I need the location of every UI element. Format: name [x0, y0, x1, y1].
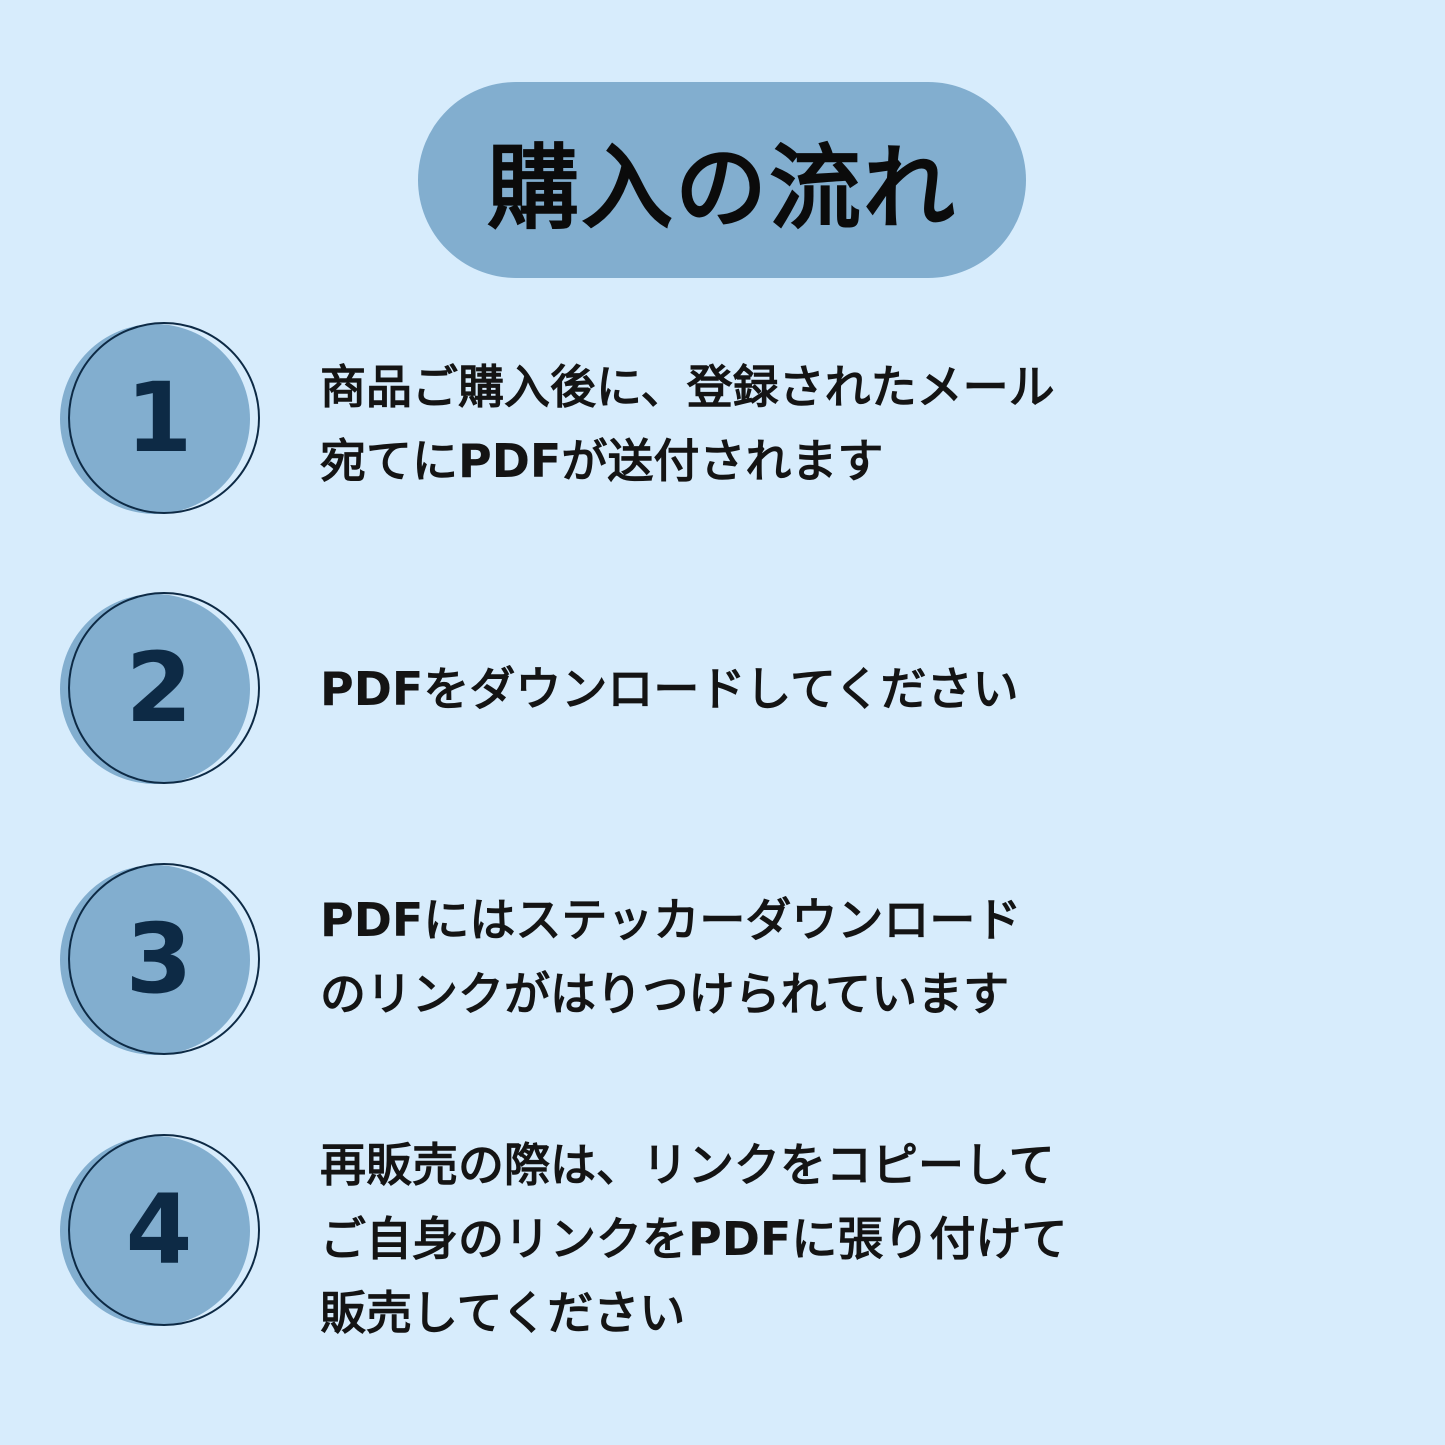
step-number: 3	[125, 903, 193, 1015]
step-text: PDFにはステッカーダウンロード のリンクがはりつけられています	[320, 883, 1021, 1031]
step-circle-outline	[68, 1134, 260, 1326]
step-text-line: 再販売の際は、リンクをコピーして	[320, 1138, 1055, 1192]
step-4: 4 再販売の際は、リンクをコピーして ご自身のリンクをPDFに張り付けて 販売し…	[0, 1132, 1445, 1340]
title-banner: 購入の流れ	[418, 82, 1026, 278]
step-number: 1	[125, 362, 193, 474]
step-text-line: 販売してください	[320, 1286, 686, 1340]
step-circle-outline	[68, 592, 260, 784]
step-text-line: PDFをダウンロードしてください	[320, 662, 1019, 716]
step-text: PDFをダウンロードしてください	[320, 652, 1019, 726]
step-number: 4	[125, 1174, 193, 1286]
page-title: 購入の流れ	[486, 134, 957, 242]
step-text-line: ご自身のリンクをPDFに張り付けて	[320, 1212, 1068, 1266]
step-circle-outline	[68, 863, 260, 1055]
step-1: 1 商品ご購入後に、登録されたメール 宛てにPDFが送付されます	[0, 320, 1445, 520]
step-number: 2	[125, 632, 193, 744]
step-text-line: 商品ご購入後に、登録されたメール	[320, 360, 1055, 414]
step-3: 3 PDFにはステッカーダウンロード のリンクがはりつけられています	[0, 861, 1445, 1061]
step-text: 商品ご購入後に、登録されたメール 宛てにPDFが送付されます	[320, 350, 1055, 498]
step-text-line: 宛てにPDFが送付されます	[320, 434, 884, 488]
step-text-line: PDFにはステッカーダウンロード	[320, 893, 1022, 947]
step-circle-outline	[68, 322, 260, 514]
step-text-line: のリンクがはりつけられています	[320, 967, 1010, 1021]
step-2: 2 PDFをダウンロードしてください	[0, 590, 1445, 790]
step-text: 再販売の際は、リンクをコピーして ご自身のリンクをPDFに張り付けて 販売してく…	[320, 1128, 1067, 1350]
